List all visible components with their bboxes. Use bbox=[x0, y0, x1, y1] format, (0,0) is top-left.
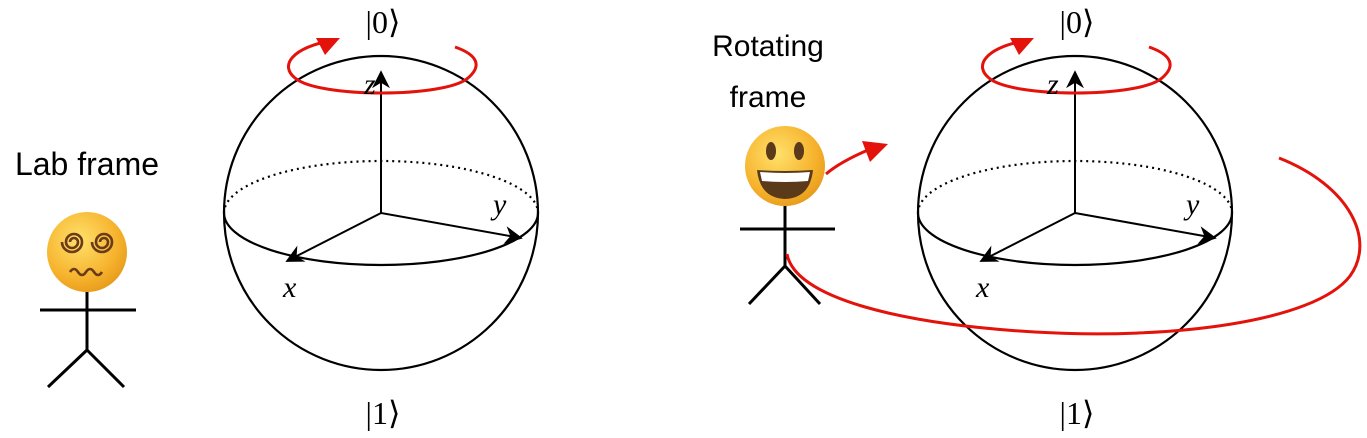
x-axis-label: x bbox=[282, 271, 297, 304]
grinning-face-emoji-icon bbox=[745, 126, 825, 206]
y-axis bbox=[380, 212, 523, 245]
rotation-arrowhead-top bbox=[316, 38, 340, 55]
right-panel: Rotating frame bbox=[712, 4, 1362, 431]
ket-zero-label: |0⟩ bbox=[366, 4, 401, 40]
ket-one-label: |1⟩ bbox=[1060, 395, 1095, 431]
equator-front bbox=[916, 212, 1234, 267]
lab-frame-label: Lab frame bbox=[15, 146, 159, 182]
rotating-label-line1: Rotating bbox=[712, 30, 824, 63]
x-axis bbox=[285, 212, 382, 262]
y-axis-label: y bbox=[490, 188, 507, 221]
z-axis-label: z bbox=[363, 68, 376, 101]
observer-orbit-arrowhead bbox=[862, 141, 888, 162]
lab-stick-figure bbox=[40, 292, 136, 389]
right-bloch-sphere bbox=[916, 38, 1234, 372]
observer-orbit-path bbox=[785, 156, 1362, 336]
y-axis bbox=[1074, 212, 1217, 245]
y-axis-label: y bbox=[1183, 188, 1200, 221]
ket-one-label: |1⟩ bbox=[366, 395, 401, 431]
equator-front bbox=[222, 212, 540, 267]
rotation-arrow-top bbox=[981, 38, 1172, 95]
observer-orbit-arrow bbox=[825, 148, 869, 176]
rotation-arrowhead-top bbox=[1010, 38, 1034, 55]
left-panel: Lab frame bbox=[15, 4, 540, 431]
dizzy-face-emoji-icon bbox=[47, 212, 127, 292]
x-axis bbox=[979, 212, 1076, 262]
x-axis-label: x bbox=[975, 271, 990, 304]
rotating-stick-figure bbox=[740, 206, 835, 306]
rotation-arrow-top bbox=[287, 38, 478, 95]
rotating-label-line2: frame bbox=[730, 81, 807, 114]
z-axis-label: z bbox=[1046, 68, 1059, 101]
left-bloch-sphere bbox=[222, 38, 540, 372]
ket-zero-label: |0⟩ bbox=[1060, 4, 1095, 40]
